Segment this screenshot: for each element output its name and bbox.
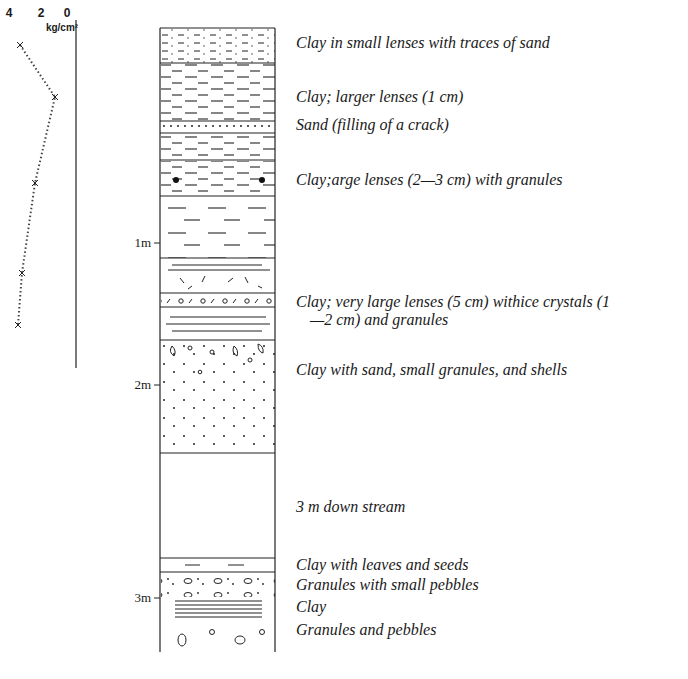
layer-description: Clay [296, 598, 326, 616]
layer-description: Sand (filling of a crack) [296, 116, 449, 134]
section-note: 3 m down stream [296, 498, 405, 516]
layer-description: Granules and pebbles [296, 621, 436, 639]
layer-description: Granules with small pebbles [296, 576, 479, 594]
axis-value: 4 [6, 7, 13, 21]
depth-label: 2m [134, 378, 151, 393]
layer-description: Clay;arge lenses (2—3 cm) with granules [296, 171, 562, 189]
depth-label: 3m [134, 591, 151, 606]
layer-description: Clay; larger lenses (1 cm) [296, 88, 463, 106]
layer-description: Clay in small lenses with traces of sand [296, 34, 550, 52]
axis-value: 0 [64, 7, 71, 21]
axis-value: 2 [38, 7, 45, 21]
axis-unit: kg/cm² [46, 22, 78, 34]
layer-description: Clay; very large lenses (5 cm) withice c… [296, 293, 610, 330]
layer-description: Clay with leaves and seeds [296, 556, 468, 574]
layer-description: Clay with sand, small granules, and shel… [296, 361, 567, 379]
depth-label: 1m [134, 236, 151, 251]
